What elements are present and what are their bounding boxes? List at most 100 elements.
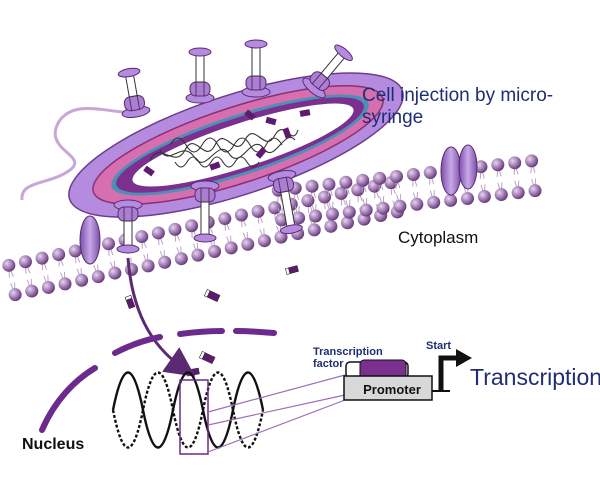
lipid-head [307,223,321,237]
nucleus-label: Nucleus [22,436,85,453]
lipid-head [91,270,105,284]
diagram-title: Cell injection by micro- syringe [362,85,553,129]
lipid-head [389,169,403,183]
start-label: Start [426,340,452,352]
lipid-head [474,160,488,174]
microsyringe [302,44,353,99]
lipid-head [423,166,437,180]
lipid-head [135,230,149,244]
lipid-head [525,154,539,168]
lipid-head [241,237,255,251]
nuclear-envelope [39,328,277,433]
lipid-head [318,190,332,204]
lipid-head [18,255,32,269]
lipid-head [508,156,522,170]
lipid-head [174,252,188,266]
lipid-head [477,190,491,204]
lipid-head [339,175,353,189]
membrane-protein-2 [440,146,462,196]
lipid-head [324,219,338,233]
lipid-head [460,191,474,205]
transcription-label: Transcription [470,364,600,390]
lipid-head [124,262,138,276]
dna-double-helix [111,371,265,449]
promoter-region-highlight [179,379,209,455]
lipid-head [68,244,82,258]
lipid-head [208,244,222,258]
lipid-head [342,205,356,219]
transcription-factor-label: Transcription factor [313,346,383,370]
lipid-head [340,216,354,230]
lipid-head [234,208,248,222]
lipid-head [185,219,199,233]
flagellum [20,106,151,201]
lipid-head [274,230,288,244]
lipid-head [511,186,525,200]
lipid-head [8,288,22,302]
lipid-head [356,173,370,187]
title-line-1: Cell injection by micro- [362,85,554,106]
microsyringe [185,47,215,104]
cytoplasm-label: Cytoplasm [398,228,479,247]
lipid-head [444,193,458,207]
lipid-head [308,209,322,223]
tf-label-line-1: Transcription [313,346,383,358]
transcription-start-arrow [438,355,458,391]
microsyringe [113,199,143,254]
microsyringe [241,39,271,98]
lipid-head [410,197,424,211]
lipid-head [334,186,348,200]
zoom-lines [207,374,346,453]
tf-label-line-2: factor [313,358,344,370]
lipid-head [393,199,407,213]
injection-microsyringes [113,39,353,254]
membrane-protein-3 [458,144,478,190]
injection-pathway-arrow [126,257,196,377]
lipid-head [305,179,319,193]
bacterium [20,72,404,218]
lipid-head [158,255,172,269]
lipid-head [52,248,66,262]
lipid-head [41,280,55,294]
effector-proteins-inside [143,109,311,177]
lipid-head [494,188,508,202]
lipid-head [191,248,205,262]
lipid-head [75,273,89,287]
lipid-head [268,201,282,215]
title-line-2: syringe [362,107,424,128]
lipid-head [292,211,306,225]
lipid-head [102,237,116,251]
microsyringe [190,180,220,243]
microsyringe [117,67,151,118]
lipid-head [151,226,165,240]
promoter-box [343,375,433,401]
lipid-head [218,212,232,226]
lipid-head [491,158,505,172]
lipid-head [108,266,122,280]
injected-effector-proteins [124,265,299,377]
cell-membrane-upper [271,154,542,227]
transcription-detail [343,349,472,401]
membrane-protein-1 [79,215,101,265]
lipid-head [141,259,155,273]
promoter-label: Promoter [363,382,421,397]
lipid-head [406,168,420,182]
lipid-head [373,171,387,185]
lipid-head [251,204,265,218]
lipid-head [168,222,182,236]
lipid-head [359,203,373,217]
microsyringe [267,170,303,235]
lipid-head [325,207,339,221]
bacterial-dna [149,129,299,168]
lipid-head [58,277,72,291]
lipid-head [528,184,542,198]
lipid-head [35,251,49,265]
lipid-head [257,234,271,248]
lipid-head [322,177,336,191]
lipid-head [224,241,238,255]
lipid-head [376,201,390,215]
lipid-head [427,195,441,209]
lipid-head [25,284,39,298]
lipid-head [2,258,16,272]
